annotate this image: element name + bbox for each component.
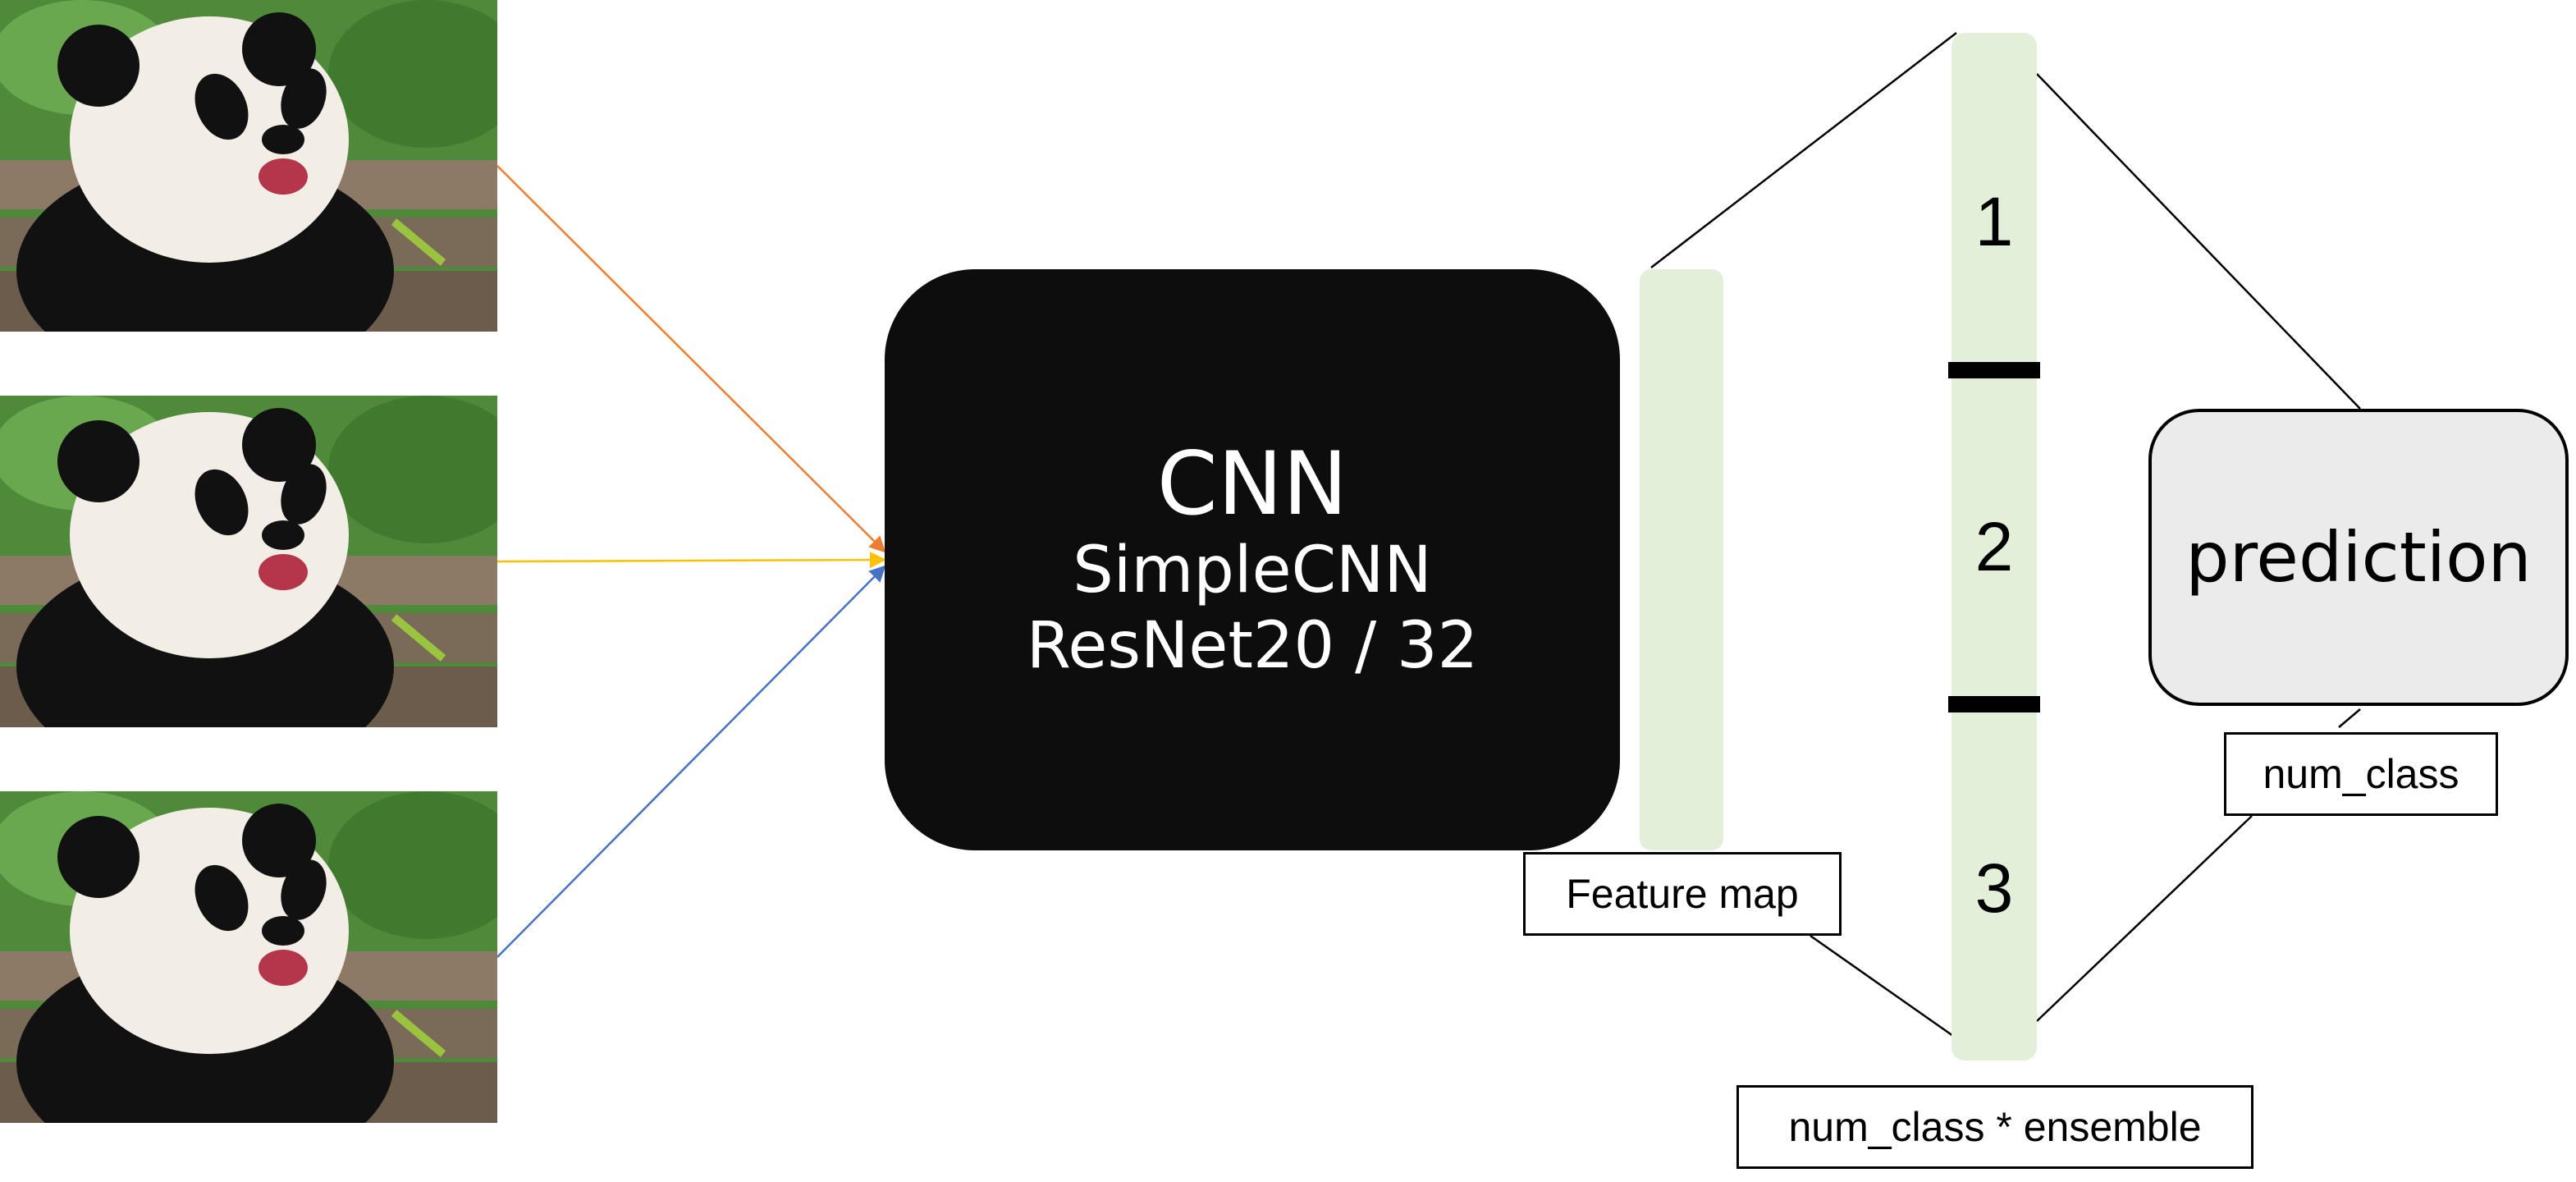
input-image-panda-2 (0, 396, 497, 727)
line-feature-to-ensemble-top (1650, 32, 1957, 268)
line-ensemble-to-prediction-top (2036, 73, 2361, 410)
line-feature-label-to-ensemble-bottom (1810, 934, 1954, 1038)
ensemble-segment-1: 1 (1974, 183, 2014, 260)
feature-map-vector (1640, 269, 1723, 850)
cnn-block: CNN SimpleCNN ResNet20 / 32 (885, 269, 1620, 850)
arrow-image-1-to-cnn (496, 165, 886, 553)
segment-divider-1 (1948, 362, 2040, 378)
feature-map-label: Feature map (1523, 852, 1842, 936)
cnn-model-resnet: ResNet20 / 32 (1026, 609, 1479, 684)
input-image-panda-1 (0, 0, 497, 332)
input-image-panda-3 (0, 791, 497, 1123)
panda-photo (0, 396, 497, 727)
cnn-model-simplecnn: SimpleCNN (1073, 534, 1432, 608)
ensemble-output-vector (1951, 33, 2037, 1061)
ensemble-segment-3: 3 (1974, 850, 2014, 927)
arrow-image-3-to-cnn (496, 565, 886, 958)
segment-divider-2 (1948, 696, 2040, 712)
panda-photo (0, 0, 497, 332)
num-class-label: num_class (2224, 732, 2498, 816)
prediction-box: prediction (2148, 409, 2569, 706)
line-prediction-to-numclass (2338, 708, 2361, 728)
line-ensemble-to-numclass (2036, 815, 2253, 1022)
ensemble-size-label: num_class * ensemble (1736, 1085, 2253, 1169)
panda-photo (0, 791, 497, 1123)
arrow-image-2-to-cnn (496, 552, 886, 569)
ensemble-segment-2: 2 (1974, 508, 2014, 585)
cnn-title: CNN (1156, 433, 1348, 534)
